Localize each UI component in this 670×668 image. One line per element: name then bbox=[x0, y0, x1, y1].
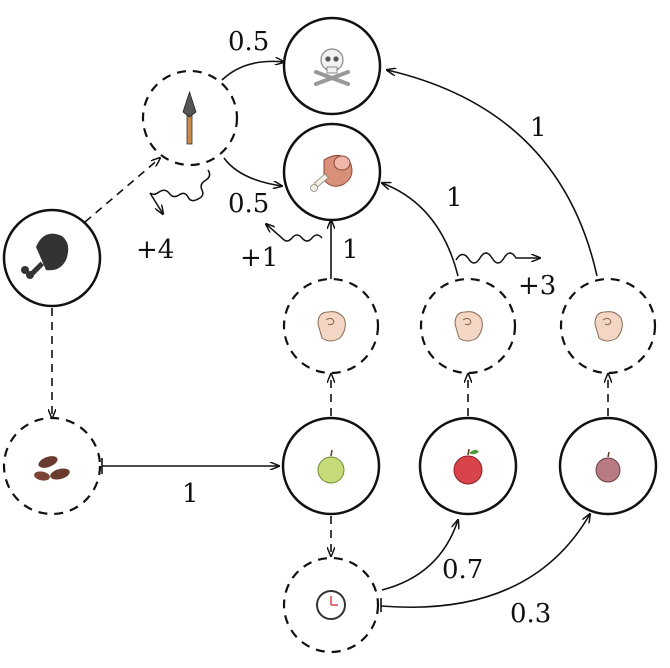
label-pick2-meat: 1 bbox=[446, 183, 463, 213]
edge-timer-rotten bbox=[380, 514, 590, 608]
node-red-apple bbox=[418, 416, 518, 516]
label-spear-meat: 0.5 bbox=[228, 189, 269, 219]
edge-pick1-reward bbox=[266, 224, 323, 242]
label-pick1-reward: +1 bbox=[240, 243, 278, 273]
nodes bbox=[2, 16, 658, 654]
label-spear-reward: +4 bbox=[136, 235, 174, 265]
node-death bbox=[282, 16, 382, 116]
seeds-icon bbox=[34, 456, 70, 481]
skull-crossbones-icon bbox=[314, 48, 350, 86]
node-meat-source bbox=[2, 208, 102, 308]
label-timer-red: 0.7 bbox=[442, 555, 483, 585]
edge-spear-meat bbox=[223, 157, 282, 186]
node-green-apple bbox=[281, 416, 381, 516]
node-pick-1 bbox=[282, 277, 380, 375]
label-spear-death: 0.5 bbox=[228, 27, 269, 57]
label-pick1-meat: 1 bbox=[342, 235, 359, 265]
label-pick3-death: 1 bbox=[530, 113, 547, 143]
hand-pinch-icon bbox=[317, 311, 346, 342]
rotten-apple-icon bbox=[595, 451, 621, 483]
edge-meatsource-spear bbox=[84, 158, 160, 223]
node-pick-2 bbox=[419, 277, 517, 375]
node-pick-3 bbox=[559, 277, 657, 375]
label-seeds-green: 1 bbox=[182, 479, 199, 509]
node-rotten-apple bbox=[558, 416, 658, 516]
node-spear bbox=[141, 69, 239, 167]
hand-pinch-icon bbox=[454, 311, 483, 342]
edge-timer-red bbox=[381, 520, 458, 591]
red-apple-icon bbox=[453, 448, 483, 485]
clock-icon bbox=[316, 590, 346, 620]
hand-pinch-icon bbox=[594, 311, 623, 342]
edge-pick2-reward bbox=[455, 252, 540, 264]
ham-icon bbox=[310, 155, 353, 192]
edges bbox=[52, 61, 608, 612]
node-meat bbox=[282, 122, 382, 222]
node-seeds bbox=[2, 416, 102, 516]
node-timer bbox=[282, 556, 380, 654]
edge-pick2-meat bbox=[382, 183, 459, 277]
drumstick-icon bbox=[21, 233, 69, 279]
green-apple-icon bbox=[317, 449, 345, 484]
label-pick2-reward: +3 bbox=[518, 271, 556, 301]
spear-icon bbox=[182, 90, 197, 145]
edge-spear-reward bbox=[149, 169, 211, 214]
label-timer-rotten: 0.3 bbox=[510, 599, 551, 629]
edge-spear-death bbox=[221, 61, 284, 81]
edge-pick3-death bbox=[387, 70, 598, 277]
edge-labels: 0.5 0.5 +4 1 +1 1 +3 1 1 0.7 0.3 bbox=[136, 27, 556, 629]
